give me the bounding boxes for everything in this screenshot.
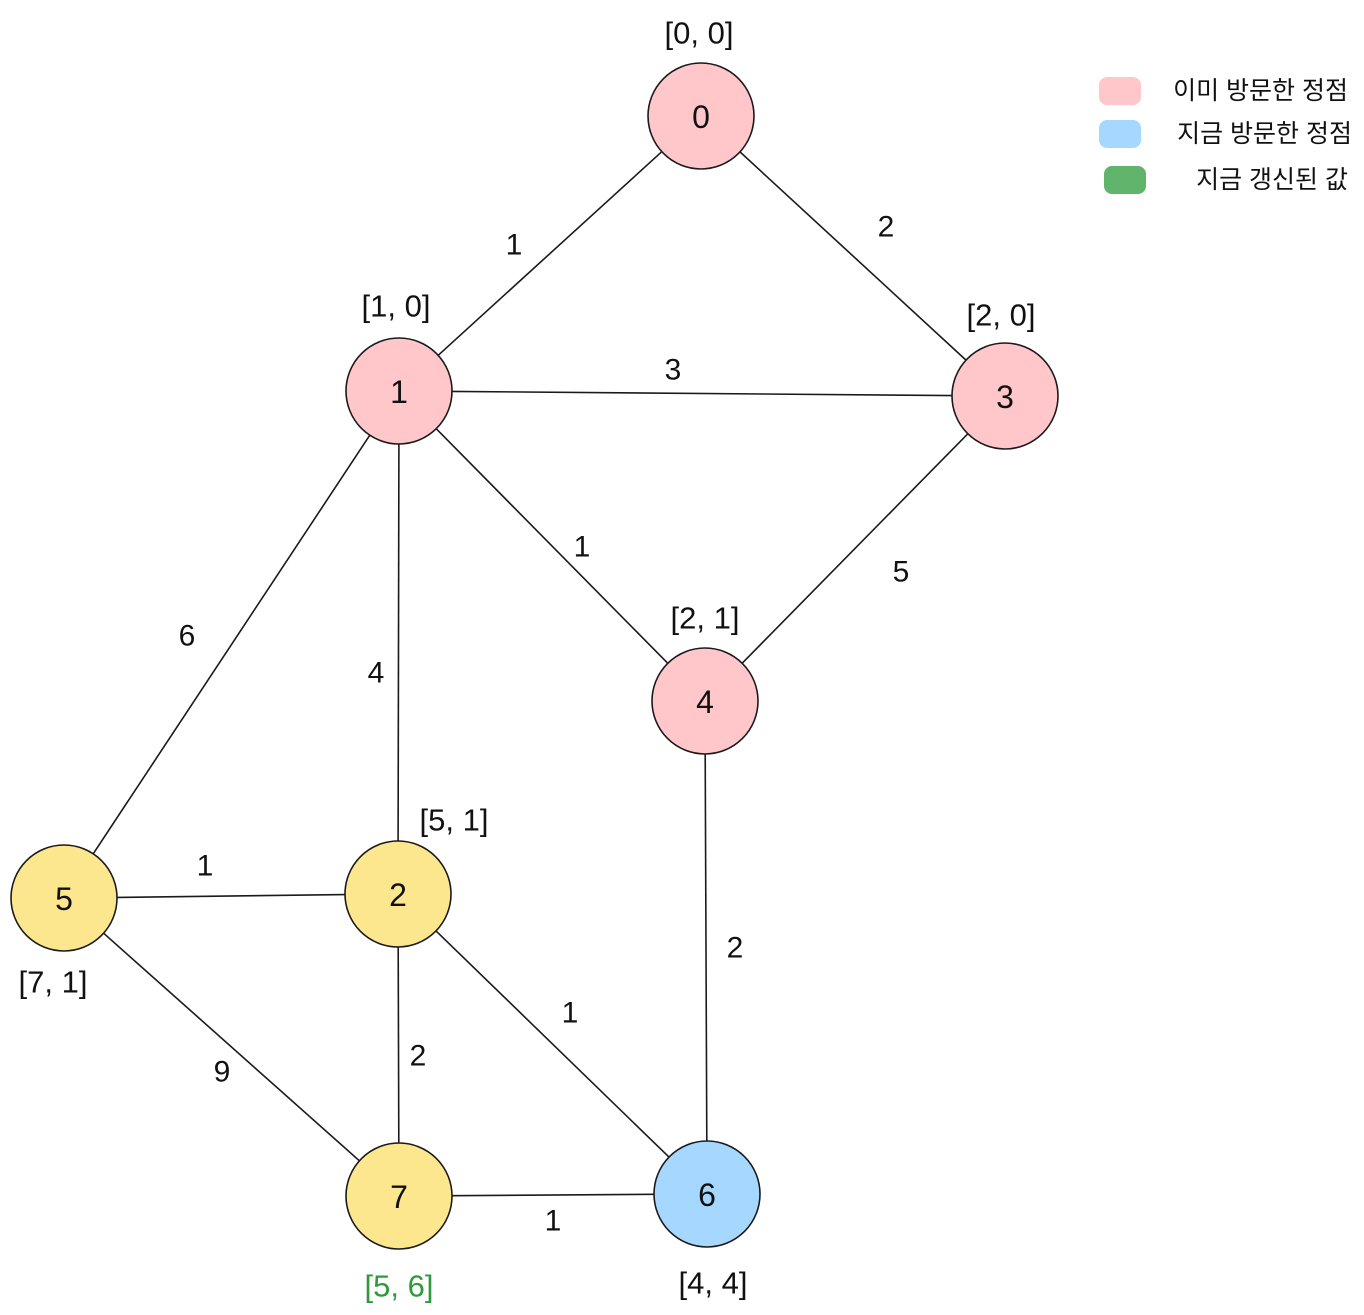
node-6: 6 xyxy=(653,1140,761,1248)
edge-weight-3-4: 5 xyxy=(893,556,910,589)
node-2: 2 xyxy=(344,840,452,948)
distance-value-1: [1, 0] xyxy=(362,289,431,324)
legend-item-updated: 지금 갱신된 값 xyxy=(1104,166,1348,194)
node-label-1: 1 xyxy=(390,374,408,410)
legend-swatch-current xyxy=(1099,120,1141,148)
distance-value-5: [7, 1] xyxy=(19,965,88,1000)
node-circle-2 xyxy=(344,840,452,948)
node-5: 5 xyxy=(10,844,118,952)
node-label-2: 2 xyxy=(389,877,407,913)
edge-0-1 xyxy=(437,151,663,356)
edge-weight-1-4: 1 xyxy=(574,531,591,564)
edge-1-2 xyxy=(397,443,400,842)
node-circle-3 xyxy=(951,342,1059,450)
edge-1-4 xyxy=(435,428,669,664)
node-label-7: 7 xyxy=(390,1179,408,1215)
node-circle-1 xyxy=(345,337,453,445)
edge-1-3 xyxy=(451,390,953,397)
edge-weight-4-6: 2 xyxy=(727,932,744,965)
edge-2-7 xyxy=(397,946,400,1144)
legend-item-visited: 이미 방문한 정점 xyxy=(1099,77,1348,105)
edge-1-5 xyxy=(92,434,371,855)
edge-weight-2-6: 1 xyxy=(562,997,579,1030)
edge-weight-0-3: 2 xyxy=(878,211,895,244)
node-circle-4 xyxy=(651,647,759,755)
distance-value-2: [5, 1] xyxy=(420,803,489,838)
node-0: 0 xyxy=(647,62,755,170)
node-7: 7 xyxy=(345,1142,453,1250)
node-label-4: 4 xyxy=(696,684,714,720)
edge-2-6 xyxy=(435,930,670,1158)
legend-label-visited: 이미 방문한 정점 xyxy=(1173,77,1348,105)
edge-weight-1-5: 6 xyxy=(179,620,196,653)
edge-weights-layer: 1 2 3 1 5 6 4 1 2 1 9 2 1 xyxy=(179,211,910,1238)
edges-layer xyxy=(92,151,969,1197)
edge-0-3 xyxy=(739,151,967,361)
edge-5-7 xyxy=(103,932,360,1162)
legend-label-current: 지금 방문한 정점 xyxy=(1177,120,1352,148)
edge-4-6 xyxy=(704,753,708,1142)
legend-label-updated: 지금 갱신된 값 xyxy=(1196,166,1348,194)
edge-weight-5-2: 1 xyxy=(197,850,214,883)
edge-5-2 xyxy=(116,893,346,899)
distance-value-6: [4, 4] xyxy=(679,1266,748,1301)
legend-swatch-updated xyxy=(1104,166,1146,194)
legend-swatch-visited xyxy=(1099,77,1141,105)
edge-weight-2-7: 2 xyxy=(410,1040,427,1073)
node-label-0: 0 xyxy=(692,99,710,135)
edge-7-6 xyxy=(451,1193,655,1197)
node-circle-5 xyxy=(10,844,118,952)
node-4: 4 xyxy=(651,647,759,755)
node-circle-7 xyxy=(345,1142,453,1250)
node-1: 1 xyxy=(345,337,453,445)
node-3: 3 xyxy=(951,342,1059,450)
edge-weight-0-1: 1 xyxy=(506,229,523,262)
distance-labels-layer: [0, 0] [1, 0] [5, 1] [2, 0] [2, 1] [7, 1] [4, … xyxy=(19,16,1036,1304)
node-label-6: 6 xyxy=(698,1177,716,1213)
edge-3-4 xyxy=(741,433,969,664)
nodes-layer: 0 1 2 3 4 5 6 7 xyxy=(10,62,1059,1250)
legend-item-current: 지금 방문한 정점 xyxy=(1099,120,1352,148)
distance-value-4: [2, 1] xyxy=(671,601,740,636)
node-label-5: 5 xyxy=(55,881,73,917)
edge-weight-1-3: 3 xyxy=(665,354,682,387)
distance-value-7: [5, 6] xyxy=(365,1269,434,1304)
node-label-3: 3 xyxy=(996,379,1014,415)
edge-weight-7-6: 1 xyxy=(545,1205,562,1238)
node-circle-0 xyxy=(647,62,755,170)
distance-value-3: [2, 0] xyxy=(967,298,1036,333)
edge-weight-5-7: 9 xyxy=(214,1056,231,1089)
node-circle-6 xyxy=(653,1140,761,1248)
distance-value-0: [0, 0] xyxy=(665,16,734,51)
edge-weight-1-2: 4 xyxy=(368,657,385,690)
